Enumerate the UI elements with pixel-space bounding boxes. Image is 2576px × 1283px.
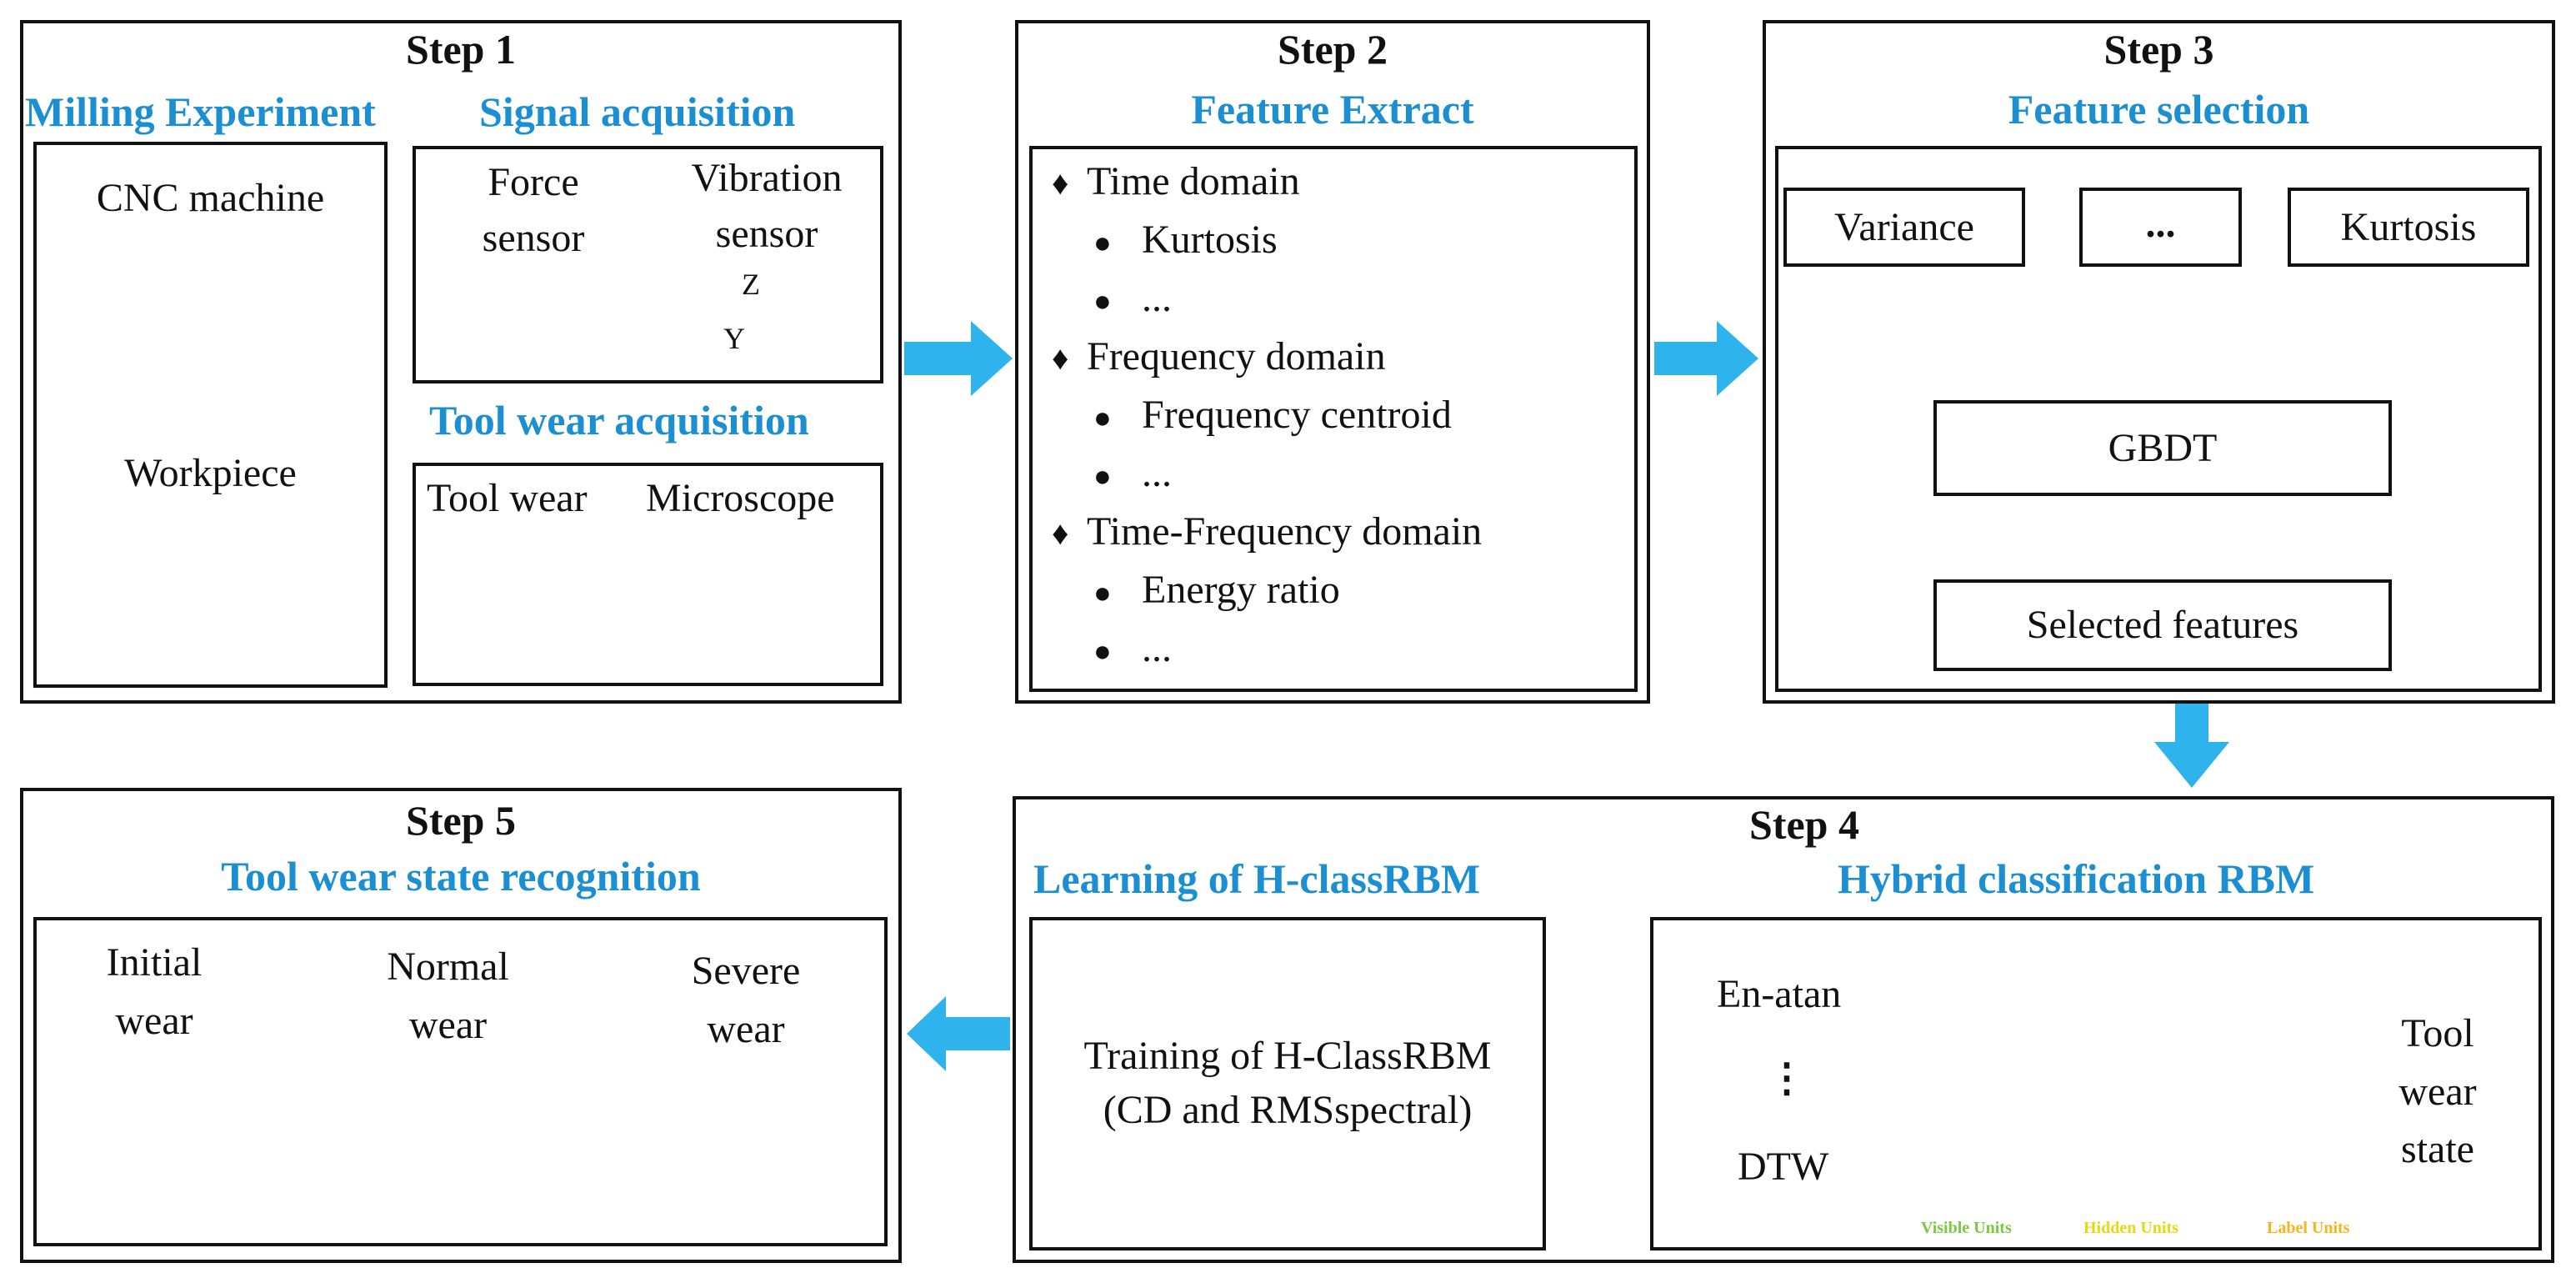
feature-list-text: Time-Frequency domain	[1087, 509, 1483, 554]
diamond-bullet-icon: ♦	[1052, 514, 1069, 552]
variance-box: Variance	[1783, 188, 2025, 267]
step4-title: Step 4	[1749, 801, 1859, 848]
arrow-step4-to-step5	[907, 996, 1010, 1071]
initial-wear-line1: Initial	[106, 940, 203, 985]
arrow-step2-to-step3	[1654, 321, 1758, 396]
input-en-atan: En-atan	[1717, 972, 1842, 1016]
sensor-axis-z: Z	[742, 268, 760, 301]
signal-acquisition-heading: Signal acquisition	[479, 88, 796, 135]
force-sensor-line2: sensor	[482, 216, 585, 261]
feature-list-item: ♦ Time-Frequency domain	[1052, 509, 1482, 554]
normal-wear-label: Normal wear	[358, 938, 538, 1054]
feature-list-text: ...	[1142, 626, 1172, 670]
feature-list-item: ● Kurtosis	[1093, 217, 1278, 263]
training-box	[1029, 917, 1546, 1250]
wear-images-panel	[33, 917, 888, 1246]
input-dots: ⋮	[1767, 1056, 1807, 1100]
sensor-axis-y: Y	[723, 322, 745, 355]
step3-title: Step 3	[2103, 26, 2214, 73]
vibration-sensor-label: Vibration sensor	[667, 150, 867, 262]
dot-bullet-icon: ●	[1093, 576, 1112, 609]
selected-features-box: Selected features	[1933, 579, 2392, 671]
feature-list-text: Energy ratio	[1142, 568, 1340, 612]
step5-panel	[20, 788, 902, 1263]
severe-wear-line2: wear	[707, 1006, 785, 1051]
tool-wear-label: Tool wear	[427, 476, 588, 520]
arrow-step1-to-step2	[904, 321, 1013, 396]
cnc-machine-label: CNC machine	[96, 176, 325, 220]
dot-bullet-icon: ●	[1093, 459, 1112, 493]
feature-list-item: ●...	[1093, 625, 1172, 671]
feature-list-text: Frequency centroid	[1142, 393, 1452, 437]
vibration-sensor-line1: Vibration	[691, 156, 843, 200]
visible-units-label: Visible Units	[1921, 1219, 2012, 1237]
diamond-bullet-icon: ♦	[1052, 164, 1069, 202]
severe-wear-label: Severe wear	[658, 942, 833, 1058]
training-line1: Training of H-ClassRBM	[1083, 1034, 1492, 1078]
force-sensor-label: Force sensor	[467, 154, 600, 266]
feature-list-text: Frequency domain	[1087, 334, 1386, 378]
initial-wear-line2: wear	[115, 998, 193, 1043]
feature-list-item: ● Energy ratio	[1093, 567, 1340, 613]
feature-list-panel	[1029, 146, 1638, 692]
milling-experiment-heading: Milling Experiment	[25, 88, 376, 135]
training-label: Training of H-ClassRBM (CD and RMSspectr…	[1029, 1030, 1546, 1138]
dot-bullet-icon: ●	[1093, 284, 1112, 318]
input-dtw: DTW	[1738, 1145, 1829, 1189]
diamond-bullet-icon: ♦	[1052, 339, 1069, 377]
step1-panel	[20, 20, 902, 704]
training-line2: (CD and RMSspectral)	[1103, 1087, 1473, 1132]
normal-wear-line1: Normal	[387, 945, 509, 989]
severe-wear-line1: Severe	[691, 949, 801, 993]
dot-bullet-icon: ●	[1093, 226, 1112, 259]
tool-wear-state-recognition-heading: Tool wear state recognition	[221, 853, 701, 900]
dots-box: ...	[2079, 188, 2242, 267]
feature-list-text: ...	[1142, 451, 1172, 495]
step5-title: Step 5	[406, 797, 516, 844]
label-units-label: Label Units	[2267, 1219, 2350, 1237]
feature-list-item: ●...	[1093, 275, 1172, 321]
initial-wear-label: Initial wear	[67, 934, 242, 1050]
feature-selection-panel	[1775, 146, 2542, 692]
hidden-units-label: Hidden Units	[2083, 1219, 2178, 1237]
feature-list-text: ...	[1142, 276, 1172, 320]
step1-title: Step 1	[406, 26, 516, 73]
microscope-label: Microscope	[646, 476, 835, 520]
workpiece-label: Workpiece	[124, 451, 297, 495]
normal-wear-line2: wear	[408, 1002, 488, 1047]
rbm-box	[1650, 917, 2542, 1250]
step4-panel	[1013, 796, 2554, 1263]
step2-title: Step 2	[1278, 26, 1388, 73]
force-sensor-line1: Force	[488, 160, 579, 204]
feature-list-item: ●...	[1093, 450, 1172, 496]
learning-heading: Learning of H-classRBM	[1033, 855, 1481, 902]
cnc-panel	[33, 142, 388, 688]
tool-wear-acquisition-heading: Tool wear acquisition	[429, 397, 809, 444]
feature-list-text: Kurtosis	[1142, 218, 1278, 262]
kurtosis-box: Kurtosis	[2288, 188, 2529, 267]
feature-selection-heading: Feature selection	[2008, 86, 2310, 133]
feature-extract-heading: Feature Extract	[1191, 86, 1474, 133]
gbdt-box: GBDT	[1933, 400, 2392, 496]
tool-wear-state-line3: state	[2401, 1127, 2474, 1172]
step2-panel	[1015, 20, 1650, 704]
feature-list-item: ♦ Time domain	[1052, 158, 1300, 204]
hybrid-heading: Hybrid classification RBM	[1838, 855, 2315, 902]
feature-list-item: ● Frequency centroid	[1093, 392, 1452, 438]
tool-wear-panel	[413, 463, 883, 686]
arrow-step3-to-step4	[2154, 696, 2229, 788]
tool-wear-state-label: Tool wear state	[2371, 1005, 2504, 1179]
dot-bullet-icon: ●	[1093, 401, 1112, 434]
feature-list-item: ♦ Frequency domain	[1052, 333, 1386, 379]
vibration-sensor-line2: sensor	[715, 212, 818, 257]
sensor-panel	[413, 146, 883, 383]
dot-bullet-icon: ●	[1093, 634, 1112, 668]
tool-wear-state-line2: wear	[2398, 1069, 2477, 1114]
feature-list-text: Time domain	[1087, 159, 1300, 203]
tool-wear-state-line1: Tool	[2401, 1011, 2474, 1055]
